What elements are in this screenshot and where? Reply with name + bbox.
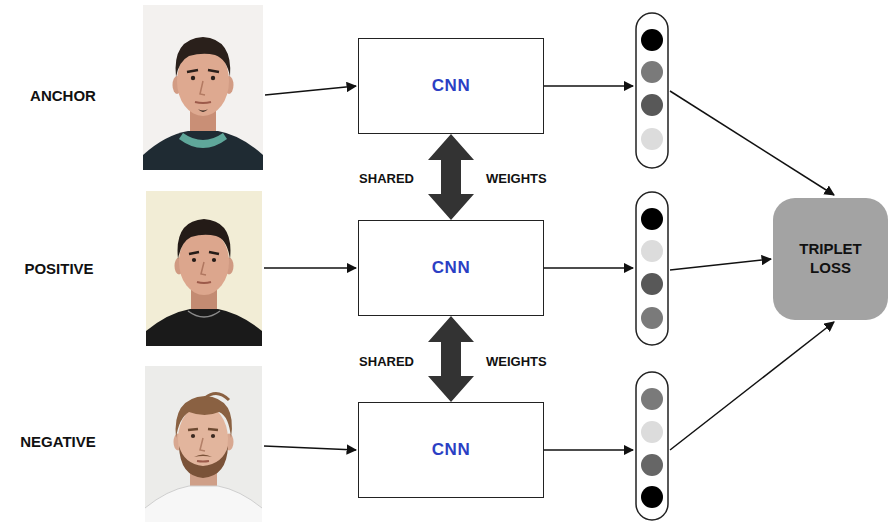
anchor-photo [143, 5, 263, 170]
box-label: CNN [432, 440, 470, 460]
negative-photo-part [176, 396, 232, 438]
negative-photo-part [197, 460, 209, 462]
loss-label: TRIPLET LOSS [788, 240, 874, 278]
negative-photo-part [188, 429, 218, 430]
anchor-photo-part [211, 76, 215, 80]
positive-photo-part [189, 252, 219, 254]
embedding-vector-part [641, 208, 663, 230]
anchor-photo-part [198, 109, 208, 112]
positive-photo-part [146, 309, 262, 346]
embedding-vector-part [641, 61, 663, 83]
input-label: POSITIVE [24, 260, 93, 277]
cnn-box: CNN [358, 220, 544, 316]
anchor-photo-part [195, 102, 211, 103]
embedding-arrow [544, 86, 633, 450]
anchor-photo-part [176, 37, 231, 77]
embedding-vector-part [641, 29, 663, 51]
embedding-vector-part [641, 273, 663, 295]
input-arrow-part [264, 267, 356, 269]
negative-photo-part [145, 366, 262, 522]
positive-photo-part [192, 258, 196, 262]
positive-photo-part [146, 191, 262, 346]
shared-weights-label: SHARED [359, 354, 414, 369]
box-label: CNN [432, 76, 470, 96]
input-arrow [264, 86, 356, 450]
embedding-vector-part [641, 128, 663, 150]
embedding-vector-part [641, 486, 663, 508]
negative-photo-part [191, 434, 195, 438]
anchor-photo-part [200, 81, 205, 95]
anchor-photo-part [143, 131, 263, 170]
positive-photo-part [197, 282, 211, 283]
shared-weights-arrow [428, 134, 474, 220]
cnn-box: CNN [358, 402, 544, 498]
cnn-box: CNN [358, 38, 544, 134]
embedding-vector [636, 372, 668, 520]
embedding-vector [636, 192, 668, 345]
embedding-vector-part [641, 240, 663, 262]
anchor-photo-part [187, 70, 219, 72]
positive-photo-part [212, 258, 216, 262]
embedding-vector-part [641, 307, 663, 329]
negative-photo-part [211, 434, 215, 438]
embedding-vector-part [641, 388, 663, 410]
negative-photo-part [205, 393, 229, 400]
box-label: CNN [432, 258, 470, 278]
negative-photo-part [145, 486, 262, 522]
anchor-photo-part [179, 133, 227, 148]
input-label: NEGATIVE [20, 433, 96, 450]
positive-photo-part [178, 219, 231, 259]
embedding-vector-part [636, 192, 668, 345]
input-arrow-part [264, 446, 356, 450]
negative-photo-part [194, 455, 212, 458]
loss-arrow-part [670, 259, 771, 270]
embedding-arrow-part [544, 267, 633, 269]
loss-arrow-part [670, 91, 834, 195]
embedding-vector-part [636, 372, 668, 520]
embedding-arrow-part [544, 85, 633, 87]
input-arrow-part [265, 86, 356, 95]
embedding-vector-part [641, 454, 663, 476]
embedding-vector-part [641, 421, 663, 443]
shared-weights-label: SHARED [359, 171, 414, 186]
negative-photo-part [200, 438, 205, 451]
positive-photo-part [201, 262, 206, 275]
embedding-arrow-part [544, 449, 633, 451]
embedding-vector [636, 13, 668, 168]
embedding-vector-part [641, 94, 663, 116]
anchor-photo-part [143, 5, 263, 170]
anchor-photo-part [191, 76, 195, 80]
loss-box: TRIPLET LOSS [773, 198, 888, 320]
shared-weights-arrow [428, 316, 474, 402]
positive-photo [146, 191, 262, 346]
shared-weights-label: WEIGHTS [486, 171, 547, 186]
embedding-vector-part [636, 13, 668, 168]
loss-arrow-part [670, 322, 834, 450]
positive-photo-part [188, 311, 220, 317]
shared-weights-label: WEIGHTS [486, 354, 547, 369]
negative-photo [145, 366, 262, 522]
negative-photo-part [145, 486, 262, 508]
input-label: ANCHOR [30, 87, 96, 104]
